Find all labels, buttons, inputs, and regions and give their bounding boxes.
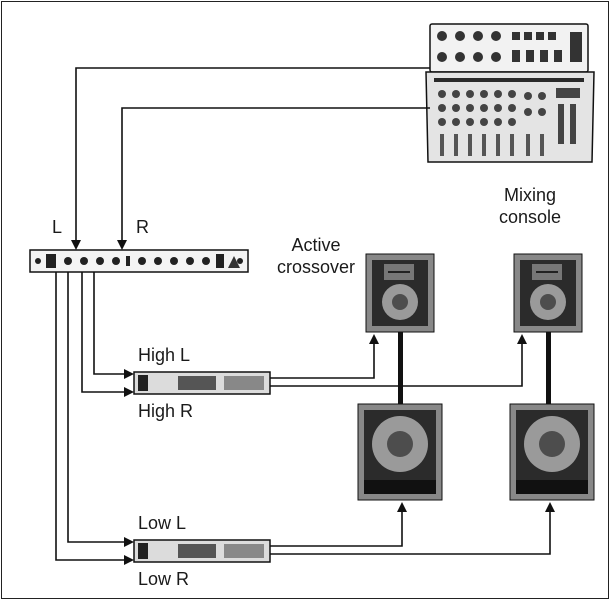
console-left-line: [71, 67, 430, 250]
active-crossover: [29, 249, 249, 273]
mixing-console-label-line2: console: [498, 207, 562, 227]
right-subwoofer: [509, 403, 595, 501]
high-amp-to-right-top: [270, 334, 527, 387]
mixing-console-label-line1: Mixing: [503, 185, 556, 205]
right-top-speaker: [513, 253, 583, 333]
active-crossover-label: Active crossover: [266, 234, 366, 278]
high-r-line: [81, 272, 134, 397]
console-right-line: [117, 107, 430, 250]
high-amp-to-left-top: [270, 334, 379, 379]
mixing-console-label: Mixing console: [480, 184, 580, 228]
left-speaker-pole: [398, 332, 403, 404]
low-r-label: Low R: [138, 569, 190, 589]
high-amplifier: [133, 371, 271, 395]
low-amplifier: [133, 539, 271, 563]
right-speaker-pole: [546, 332, 551, 404]
low-r-line: [55, 272, 134, 565]
low-l-label: Low L: [138, 513, 187, 533]
right-channel-label: R: [136, 217, 149, 237]
left-channel-label: L: [52, 217, 63, 237]
high-l-label: High L: [138, 345, 191, 365]
active-crossover-label-line2: crossover: [276, 257, 356, 277]
high-l-line: [93, 272, 134, 379]
low-amp-to-right-sub: [270, 502, 555, 555]
mixing-console: [425, 23, 595, 163]
left-top-speaker: [365, 253, 435, 333]
high-r-label: High R: [138, 401, 194, 421]
low-l-line: [67, 272, 134, 547]
active-crossover-label-line1: Active: [291, 235, 341, 255]
low-amp-to-left-sub: [270, 502, 407, 547]
left-subwoofer: [357, 403, 443, 501]
